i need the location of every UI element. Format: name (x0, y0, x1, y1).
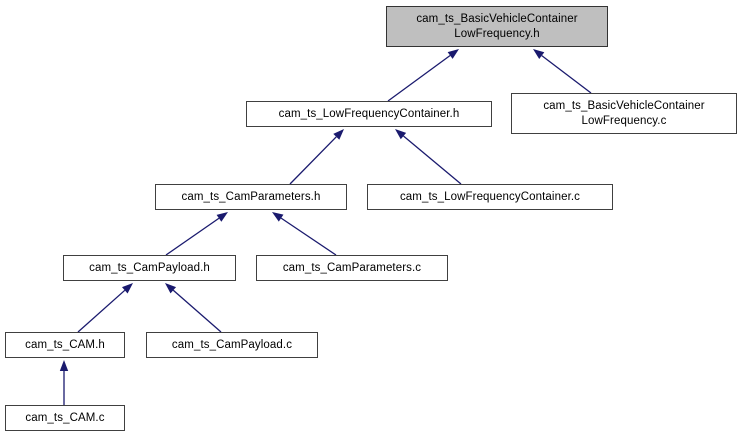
graph-node-basic_low_freq_c[interactable]: cam_ts_BasicVehicleContainer LowFrequenc… (511, 93, 737, 134)
graph-node-low_freq_container_c[interactable]: cam_ts_LowFrequencyContainer.c (367, 184, 613, 210)
graph-edge-cam_h-to-cam_payload_h (77, 289, 126, 333)
graph-node-cam_parameters_h[interactable]: cam_ts_CamParameters.h (155, 184, 347, 210)
graph-arrowhead-cam_payload_h-to-cam_parameters_h (216, 212, 228, 222)
graph-edge-basic_low_freq_c-to-basic_low_freq_h (541, 55, 592, 94)
graph-node-cam_h[interactable]: cam_ts_CAM.h (5, 332, 125, 358)
graph-edge-cam_payload_c-to-cam_payload_h (172, 289, 222, 333)
graph-node-cam_c[interactable]: cam_ts_CAM.c (5, 405, 125, 431)
graph-node-low_freq_container_h[interactable]: cam_ts_LowFrequencyContainer.h (246, 101, 492, 127)
graph-edge-cam_payload_h-to-cam_parameters_h (165, 217, 220, 256)
graph-node-cam_payload_h[interactable]: cam_ts_CamPayload.h (63, 255, 236, 281)
graph-edge-low_freq_container_h-to-basic_low_freq_h (387, 54, 451, 102)
graph-node-cam_parameters_c[interactable]: cam_ts_CamParameters.c (256, 255, 448, 281)
graph-edge-cam_parameters_h-to-low_freq_container_h (289, 136, 337, 185)
graph-arrowhead-low_freq_container_h-to-basic_low_freq_h (447, 49, 459, 59)
graph-arrowhead-cam_parameters_c-to-cam_parameters_h (272, 212, 284, 222)
graph-edge-low_freq_container_c-to-low_freq_container_h (403, 135, 462, 185)
graph-arrowhead-low_freq_container_c-to-low_freq_container_h (395, 129, 407, 140)
graph-arrowhead-cam_h-to-cam_payload_h (121, 283, 133, 294)
graph-arrowhead-cam_payload_c-to-cam_payload_h (165, 283, 177, 294)
graph-arrowhead-cam_parameters_h-to-low_freq_container_h (333, 129, 344, 140)
graph-arrowhead-basic_low_freq_c-to-basic_low_freq_h (533, 49, 545, 59)
graph-arrowhead-cam_c-to-cam_h (59, 360, 69, 371)
graph-node-cam_payload_c[interactable]: cam_ts_CamPayload.c (146, 332, 318, 358)
graph-node-basic_low_freq_h[interactable]: cam_ts_BasicVehicleContainer LowFrequenc… (386, 6, 608, 47)
graph-edge-cam_parameters_c-to-cam_parameters_h (280, 217, 337, 256)
